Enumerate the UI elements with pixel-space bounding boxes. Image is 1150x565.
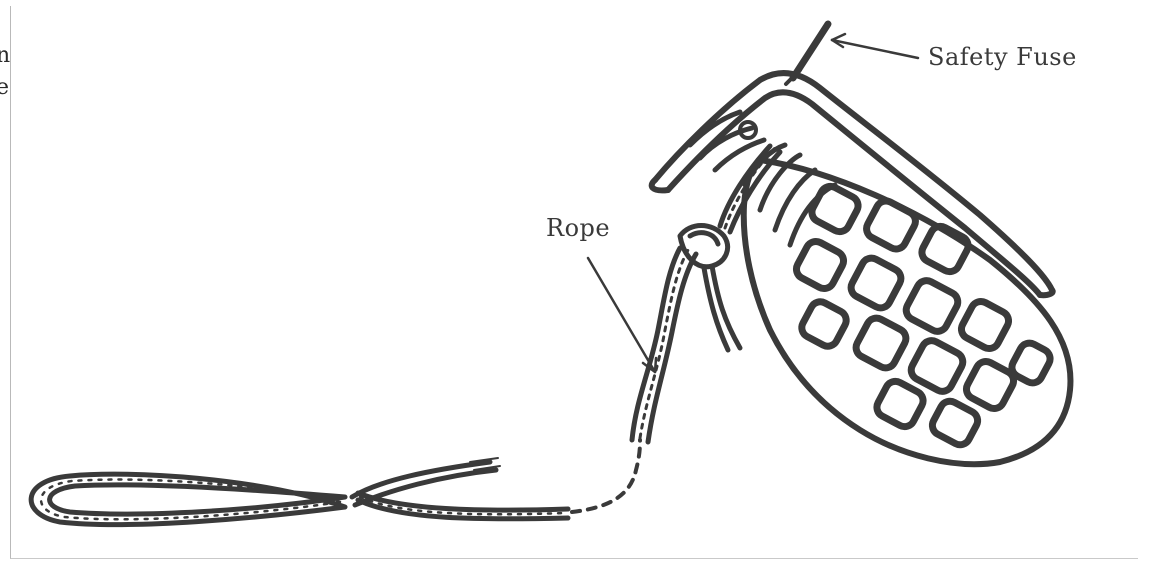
- leader-safety-fuse: [832, 34, 918, 58]
- leader-rope: [588, 258, 656, 372]
- rope-dashed-connector: [572, 440, 640, 512]
- rope-segment: [632, 248, 696, 442]
- label-rope: Rope: [546, 214, 610, 242]
- rope-segment-texture: [640, 250, 688, 438]
- label-safety-fuse: Safety Fuse: [928, 43, 1077, 71]
- striker-mechanism: [690, 112, 764, 170]
- rope-knot: [680, 226, 740, 351]
